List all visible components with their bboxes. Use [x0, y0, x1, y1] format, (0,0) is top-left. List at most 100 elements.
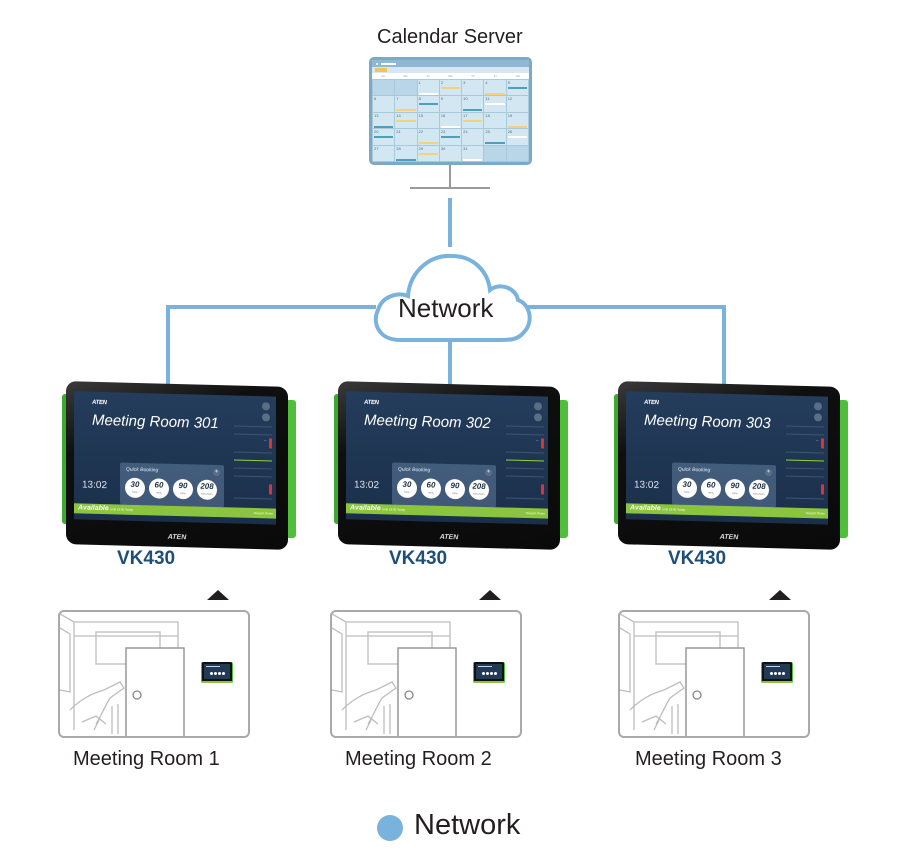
quick-booking-60-button[interactable]: 60 Mins	[149, 478, 169, 499]
duration-value: 90	[178, 481, 188, 491]
calendar-day-cell: 6	[373, 96, 395, 112]
calendar-event	[507, 136, 527, 139]
calendar-event	[418, 103, 438, 106]
search-icon[interactable]	[814, 402, 822, 411]
calendar-event	[463, 119, 483, 122]
room-title: Meeting Room 302	[364, 411, 491, 433]
calendar-icon[interactable]	[814, 413, 822, 422]
calendar-day-number: 4	[485, 80, 488, 85]
meeting-room-illustration-2	[330, 610, 522, 738]
calendar-event	[374, 125, 394, 128]
current-time-marker	[786, 459, 824, 462]
quick-booking-30-button[interactable]: 30 Mins	[677, 477, 697, 499]
room-title: Meeting Room 301	[92, 411, 219, 433]
calendar-day-number: 20	[374, 129, 379, 135]
led-bar-left	[62, 394, 66, 524]
quick-booking-30-button[interactable]: 30 Mins	[125, 477, 145, 499]
plus-icon[interactable]: +	[765, 468, 772, 477]
calendar-day-cell: 26	[506, 129, 528, 145]
calendar-event	[485, 103, 505, 106]
device-model-1: VK430	[117, 548, 176, 569]
calendar-day-number: 14	[396, 112, 401, 118]
calendar-event	[418, 93, 438, 95]
status-bar: Available Until 18:00 Today Support Room	[346, 503, 548, 519]
current-time-marker	[506, 459, 544, 462]
calendar-day-cell: 12	[506, 96, 528, 112]
led-bar-left	[614, 394, 618, 524]
support-room-button[interactable]: Support Room	[253, 511, 273, 516]
device-model-2: VK430	[389, 548, 448, 569]
calendar-day-number: 25	[485, 129, 490, 135]
booked-slot	[269, 438, 272, 449]
duration-unit: Mins	[708, 491, 714, 495]
calendar-day-number: 9	[440, 96, 444, 102]
duration-unit: Mins	[684, 490, 690, 494]
search-icon[interactable]	[262, 402, 270, 411]
legend-network-label: Network	[414, 809, 521, 841]
clock: 13:02	[634, 479, 660, 492]
plus-icon[interactable]: +	[213, 468, 220, 477]
quick-booking-panel: Quick Booking + 30 Mins 60 Mins 90 Mins …	[392, 462, 496, 508]
schedule-panel: —	[506, 399, 544, 504]
schedule-entry: —	[264, 438, 267, 443]
quick-booking-208-button[interactable]: 208 Mins MAX	[197, 479, 217, 501]
quick-booking-208-button[interactable]: 208 Mins MAX	[749, 479, 769, 501]
booked-slot	[541, 484, 544, 495]
quick-booking-208-button[interactable]: 208 Mins MAX	[469, 479, 489, 501]
calendar-event	[485, 142, 505, 145]
calendar-day-cell: 1	[417, 80, 439, 96]
tablet-bezel: ATEN Meeting Room 303 — 13:02	[618, 381, 840, 550]
calendar-day-cell: 30	[439, 145, 462, 161]
calendar-event	[463, 109, 483, 112]
calendar-day-cell: 16	[439, 112, 462, 129]
calendar-day-number: 8	[418, 96, 421, 102]
calendar-day-cell: 7	[395, 96, 417, 112]
calendar-day-cell: 11	[484, 96, 506, 112]
led-bar-right	[840, 400, 848, 538]
duration-value: 60	[154, 480, 164, 490]
calendar-icon[interactable]	[534, 413, 542, 422]
calendar-weekday: Fr	[493, 74, 497, 78]
search-icon[interactable]	[534, 402, 542, 411]
calendar-day-cell: 2	[439, 80, 462, 96]
support-room-button[interactable]: Support Room	[525, 511, 545, 516]
door-knob	[132, 690, 142, 700]
cloud-label: Network	[398, 293, 494, 323]
quick-booking-60-button[interactable]: 60 Mins	[701, 478, 721, 499]
calendar-day-number: 26	[507, 129, 513, 135]
duration-unit: Mins	[452, 492, 458, 496]
plus-icon[interactable]: +	[485, 468, 492, 477]
quick-booking-30-button[interactable]: 30 Mins	[397, 477, 417, 499]
calendar-icon[interactable]	[262, 413, 270, 422]
quick-booking-90-button[interactable]: 90 Mins	[725, 478, 745, 500]
status-sub: Until 18:00 Today	[662, 507, 686, 512]
status-bar: Available Until 18:00 Today Support Room	[626, 503, 828, 519]
quick-booking-90-button[interactable]: 90 Mins	[173, 478, 193, 500]
calendar-day-number: 17	[463, 112, 468, 118]
led-bar-right	[560, 400, 568, 538]
quick-booking-title: Quick Booking	[398, 466, 431, 474]
aten-logo: ATEN	[644, 399, 659, 407]
calendar-day-number: 7	[396, 96, 399, 102]
tablet-screen: ATEN Meeting Room 301 — 13:02	[74, 391, 276, 525]
room-title: Meeting Room 303	[644, 411, 771, 433]
calendar-day-cell: 9	[439, 96, 462, 112]
room-label-1: Meeting Room 1	[73, 748, 220, 770]
status-label: Available	[78, 504, 109, 513]
calendar-day-cell: 5	[506, 80, 528, 96]
quick-booking-90-button[interactable]: 90 Mins	[445, 478, 465, 500]
room-label-2: Meeting Room 2	[345, 748, 492, 770]
quick-booking-60-button[interactable]: 60 Mins	[421, 478, 441, 499]
booked-slot	[821, 438, 824, 449]
calendar-day-number: 27	[374, 145, 379, 151]
calendar-day-cell	[395, 80, 417, 96]
tablet-screen: ATEN Meeting Room 302 — 13:02	[346, 391, 548, 525]
duration-unit: Mins	[180, 492, 186, 496]
calendar-day-number: 6	[374, 96, 377, 102]
bezel-aten-logo: ATEN	[439, 533, 459, 542]
quick-booking-title: Quick Booking	[126, 466, 159, 474]
calendar-weekday: Tu	[426, 74, 430, 78]
arrow-up-icon	[479, 590, 501, 600]
support-room-button[interactable]: Support Room	[805, 511, 825, 516]
calendar-day-cell: 14	[395, 112, 417, 129]
